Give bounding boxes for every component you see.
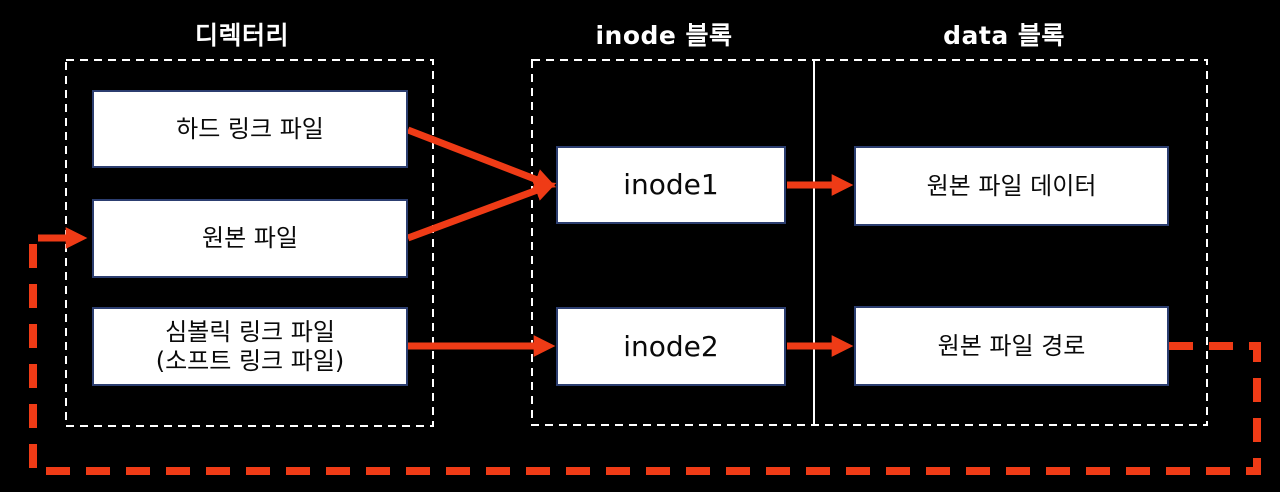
arrow-hardlink-to-inode1 <box>406 126 557 190</box>
node-symbolic-link-file-label-line2: (소프트 링크 파일) <box>155 346 345 375</box>
node-symbolic-link-file: 심볼릭 링크 파일 (소프트 링크 파일) <box>92 307 408 386</box>
arrow-original-to-inode1 <box>406 180 557 242</box>
node-original-file-data: 원본 파일 데이터 <box>854 146 1169 226</box>
node-original-file-data-label: 원본 파일 데이터 <box>926 171 1097 200</box>
node-original-file-path-label: 원본 파일 경로 <box>937 331 1086 360</box>
column-title-data-block: data 블록 <box>943 21 1065 50</box>
node-symbolic-link-file-label-line1: 심볼릭 링크 파일 <box>165 318 335 347</box>
node-original-file-path: 원본 파일 경로 <box>854 306 1169 386</box>
node-original-file: 원본 파일 <box>92 199 408 278</box>
node-inode2-label: inode2 <box>623 329 719 363</box>
node-inode2: inode2 <box>556 307 786 386</box>
node-inode1-label: inode1 <box>623 168 719 202</box>
column-title-directory: 디렉터리 <box>194 21 290 50</box>
node-hard-link-file-label: 하드 링크 파일 <box>176 114 324 143</box>
node-original-file-label: 원본 파일 <box>202 224 298 253</box>
node-inode1: inode1 <box>556 146 786 224</box>
node-hard-link-file: 하드 링크 파일 <box>92 90 408 168</box>
column-title-inode-block: inode 블록 <box>595 21 733 50</box>
